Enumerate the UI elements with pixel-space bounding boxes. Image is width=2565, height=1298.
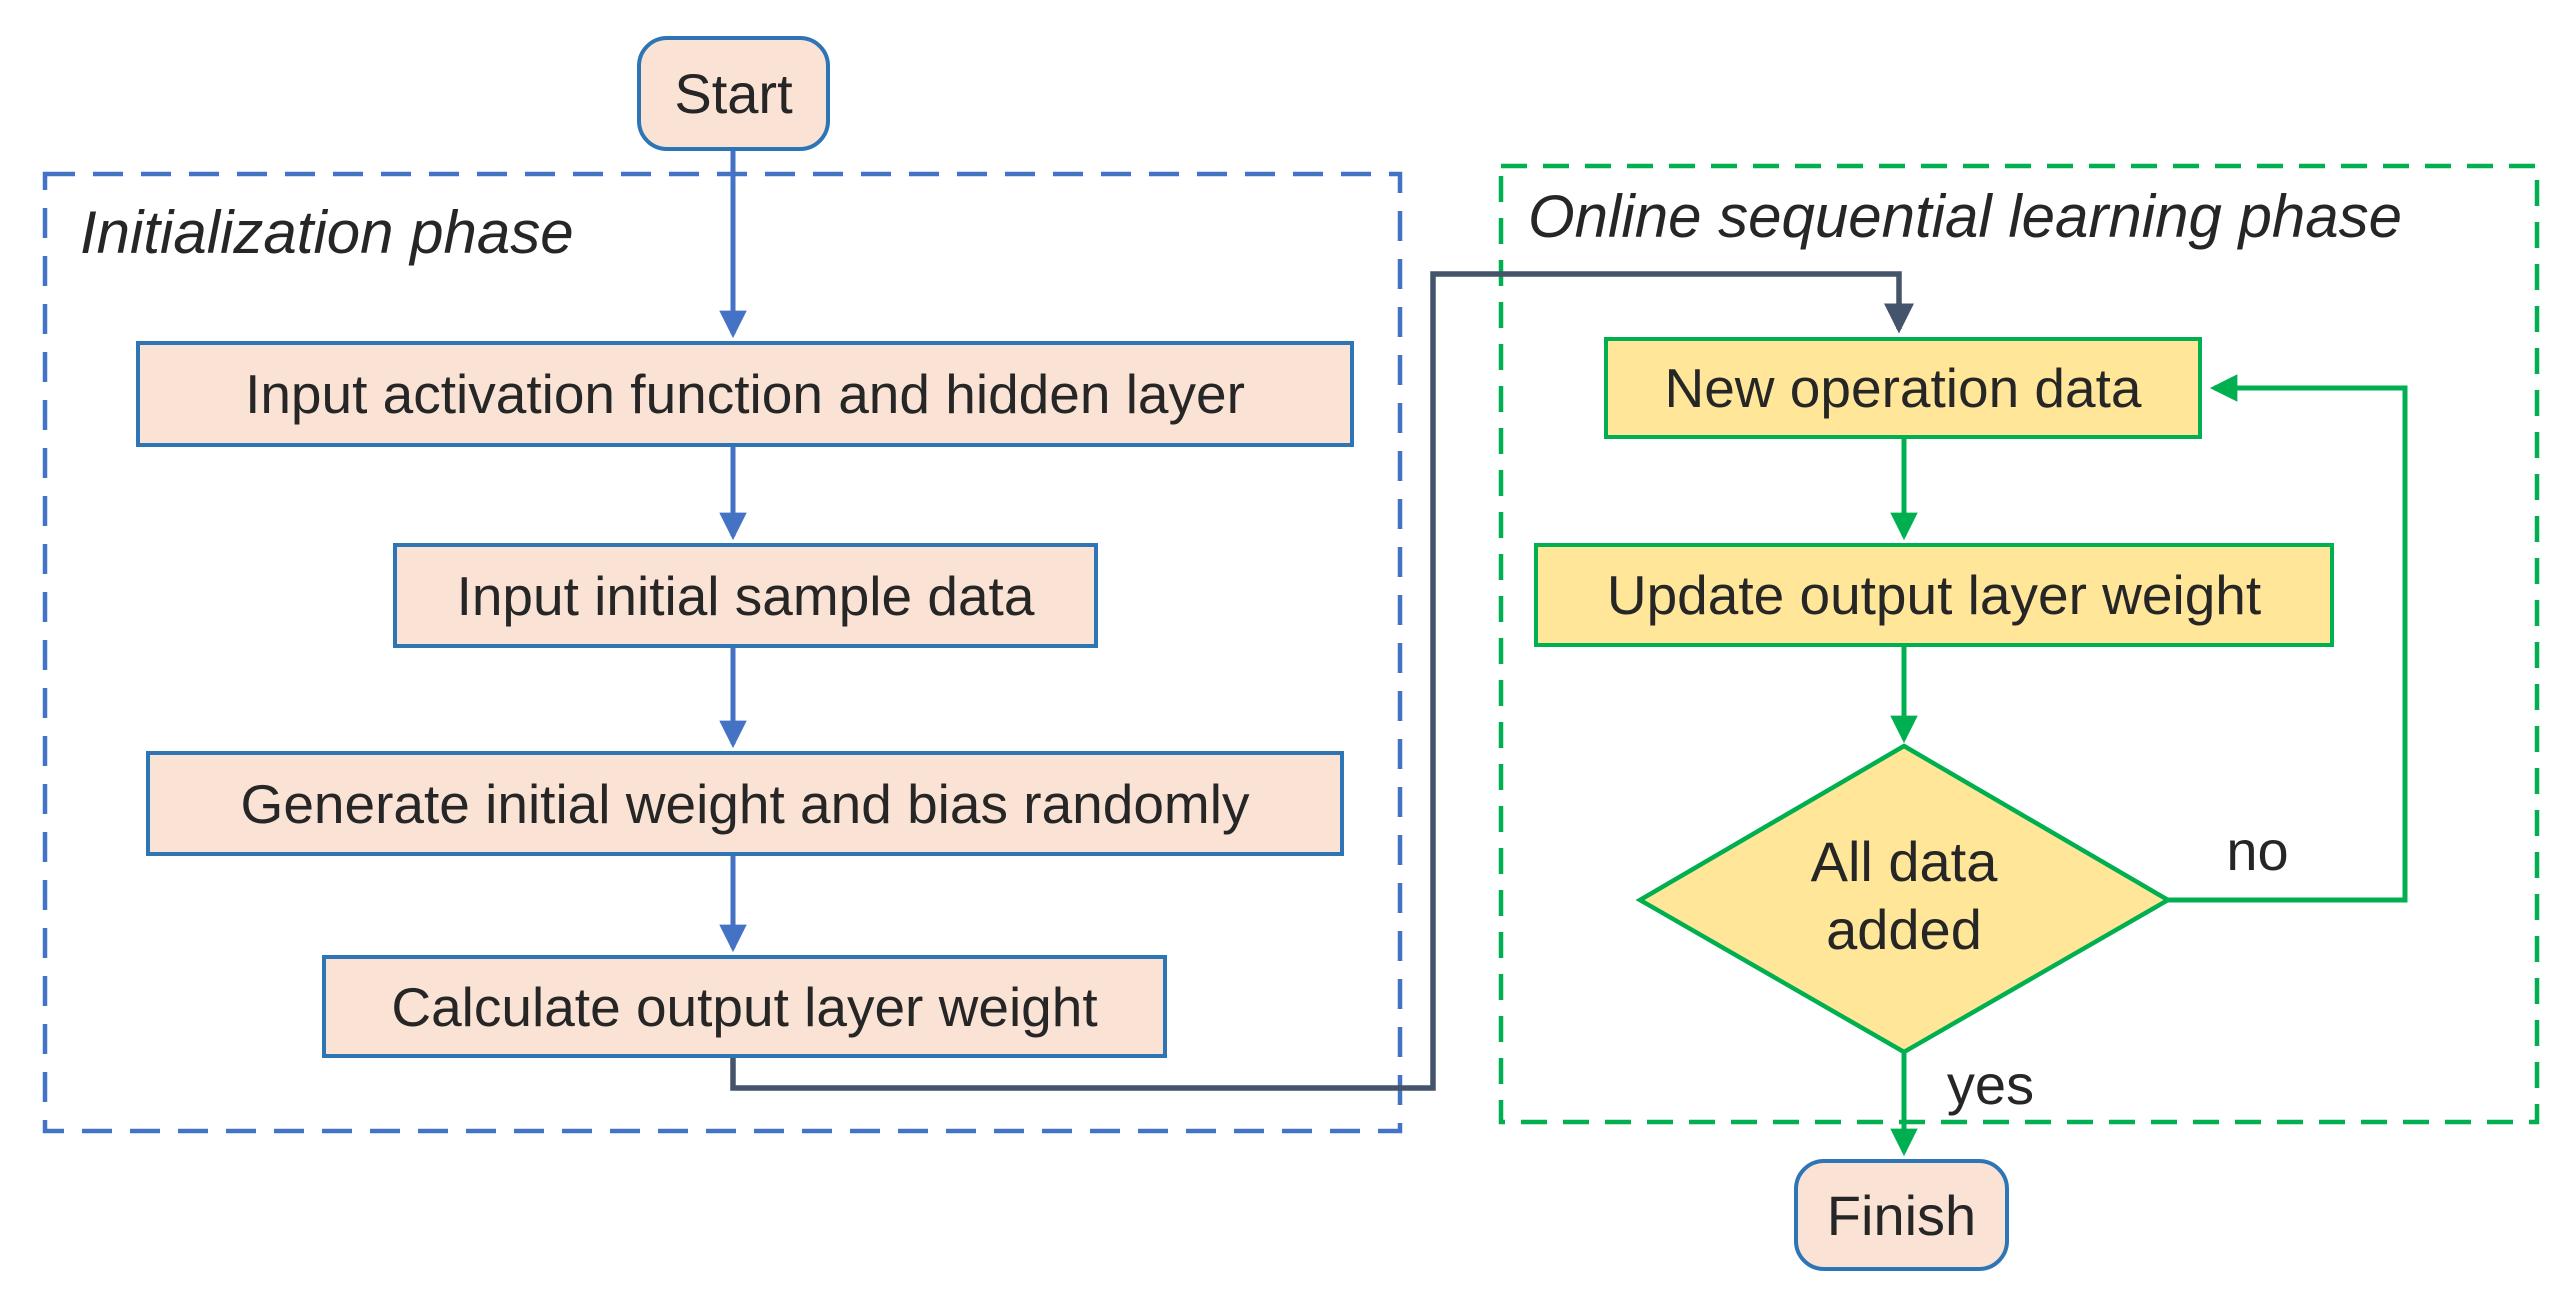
input-activation-label: Input activation function and hidden lay… xyxy=(245,363,1245,425)
decision-diamond xyxy=(1635,743,2173,1055)
start-label: Start xyxy=(674,62,793,125)
input-sample-label: Input initial sample data xyxy=(456,564,1035,627)
calculate-weight-label: Calculate output layer weight xyxy=(391,975,1098,1038)
generate-weight-label: Generate initial weight and bias randoml… xyxy=(240,772,1250,835)
decision-label-line1: All data xyxy=(1810,830,1998,893)
online-phase-border xyxy=(1498,163,2540,1125)
finish-label: Finish xyxy=(1826,1183,1977,1247)
decision-label-line2: added xyxy=(1826,898,1982,962)
update-weight-node: Update output layer weight xyxy=(1534,543,2334,647)
update-weight-label: Update output layer weight xyxy=(1606,564,2262,626)
decision-node-text: All data added xyxy=(1654,828,2154,965)
input-activation-node: Input activation function and hidden lay… xyxy=(136,341,1354,447)
start-node: Start xyxy=(637,36,830,151)
yes-branch-label: yes xyxy=(1946,1053,2035,1116)
no-branch-label: no xyxy=(2226,819,2289,882)
calculate-weight-node: Calculate output layer weight xyxy=(322,955,1167,1058)
new-data-label: New operation data xyxy=(1664,357,2142,419)
edge-calculate-weight-to-new-data xyxy=(730,271,1915,1091)
edge-decision-no-loop xyxy=(2168,374,2408,903)
initialization-phase-border xyxy=(42,171,1403,1134)
online-phase-label: Online sequential learning phase xyxy=(1528,183,2402,250)
finish-node: Finish xyxy=(1794,1159,2009,1271)
input-sample-node: Input initial sample data xyxy=(393,543,1098,648)
initialization-phase-label: Initialization phase xyxy=(80,199,574,266)
new-data-node: New operation data xyxy=(1604,337,2202,439)
generate-weight-node: Generate initial weight and bias randoml… xyxy=(146,751,1344,856)
